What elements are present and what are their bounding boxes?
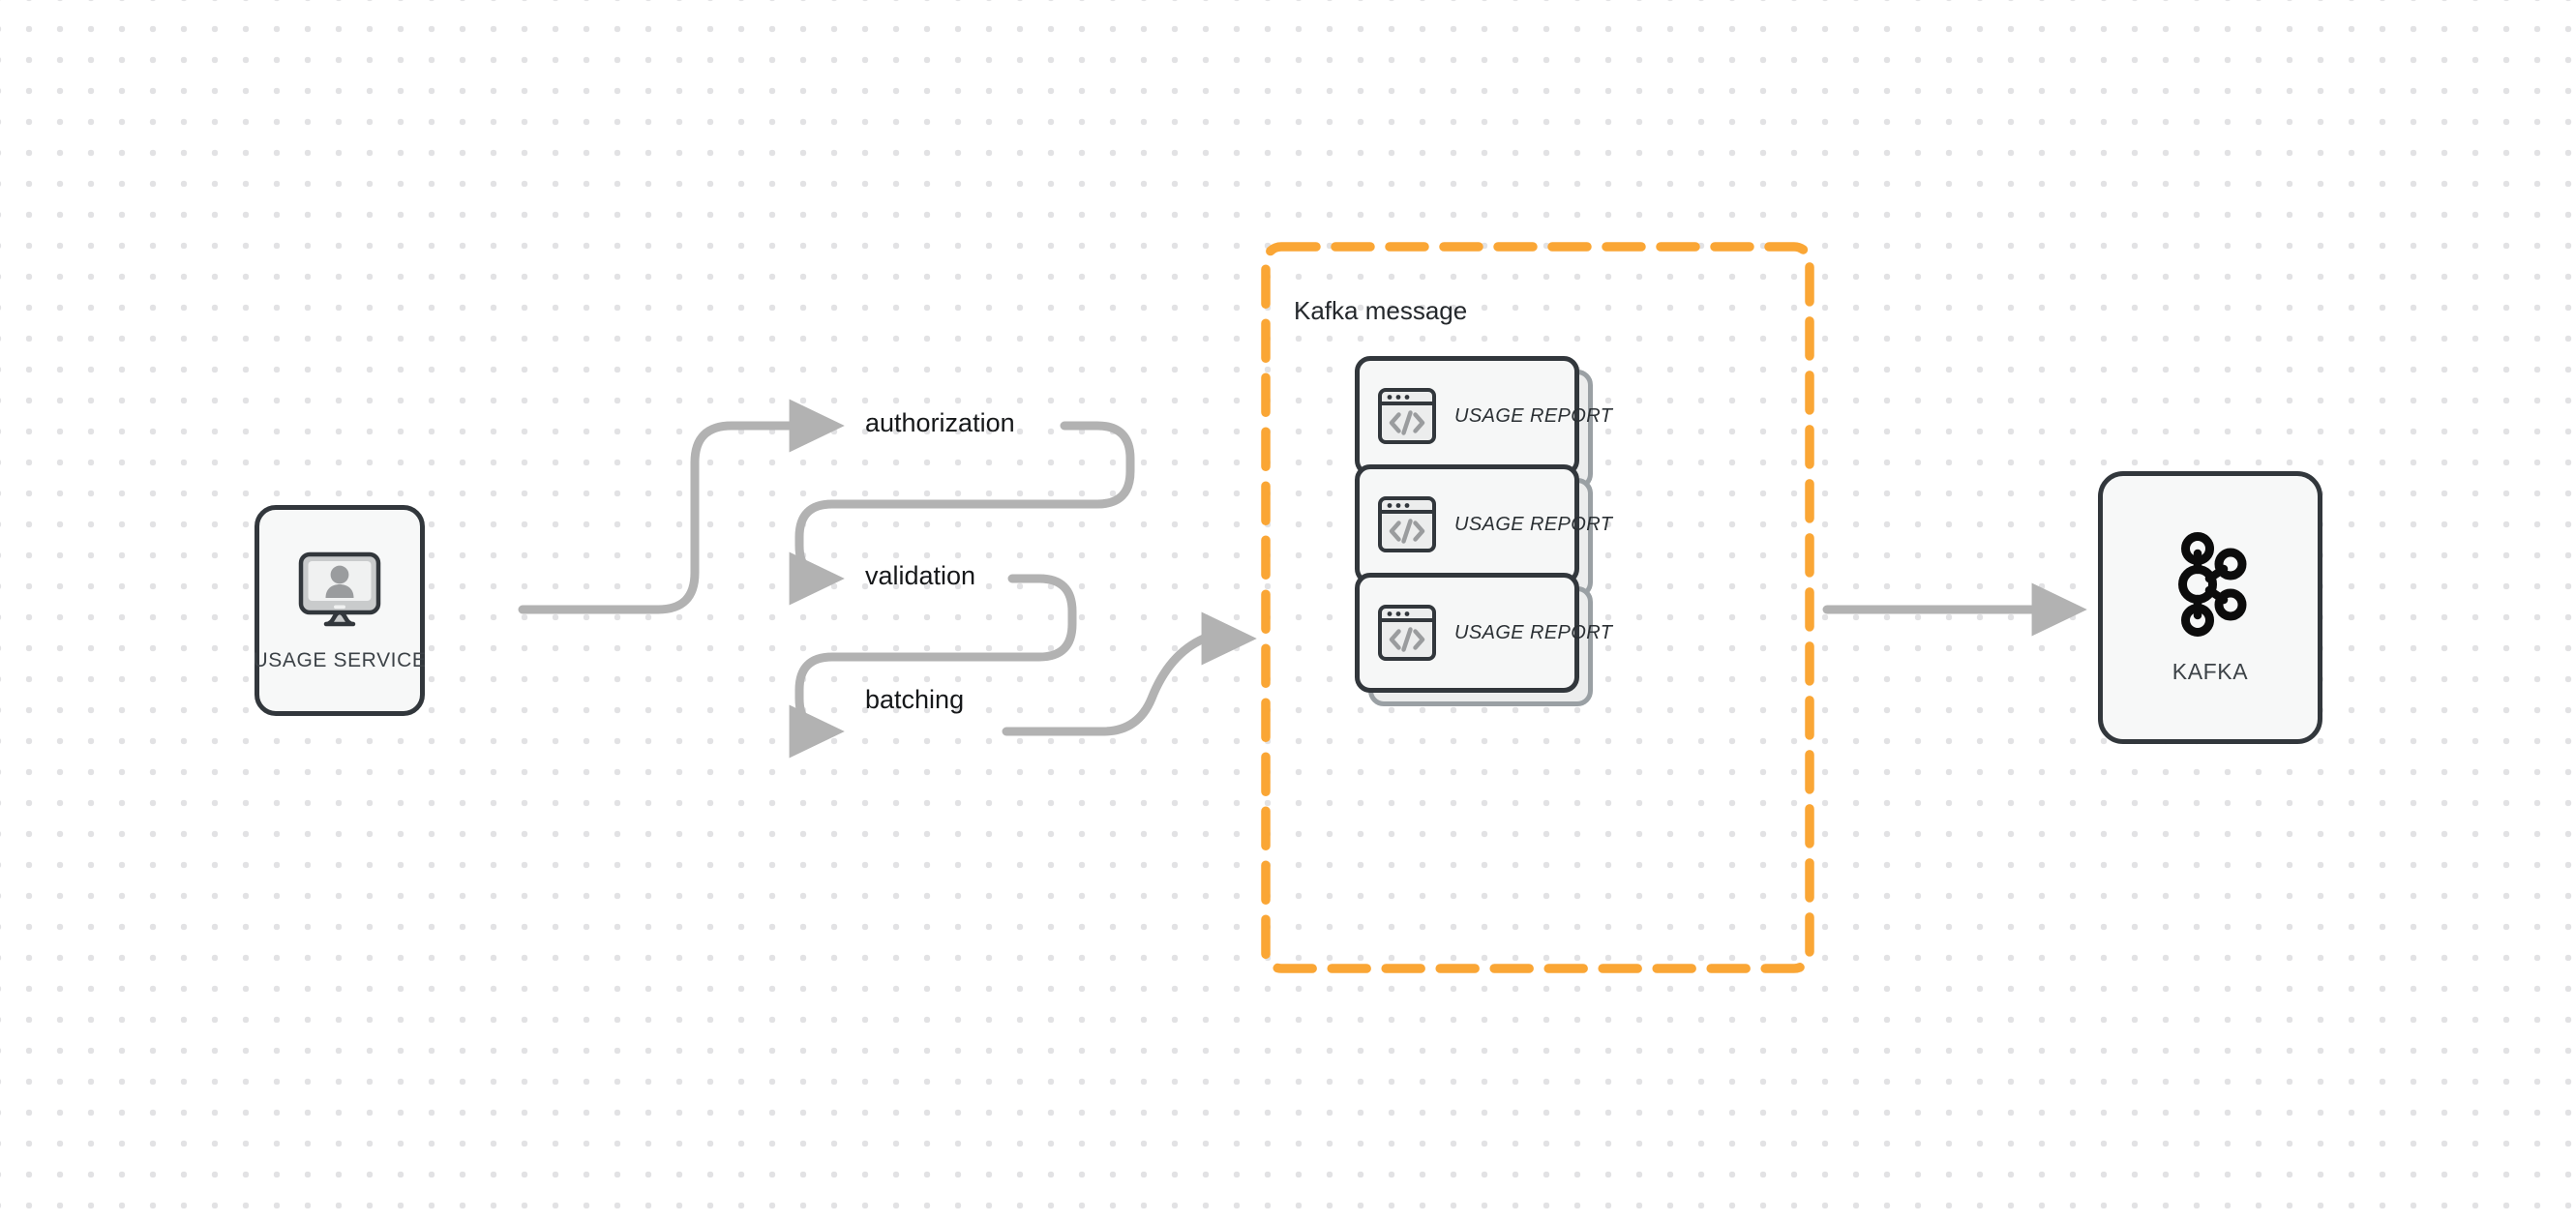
usage-report-card-front[interactable]: USAGE REPORT xyxy=(1355,356,1612,476)
node-usage-service[interactable]: USAGE SERVICE xyxy=(253,505,427,716)
usage-report-card-label: USAGE REPORT xyxy=(1454,513,1613,535)
monitor-user-icon xyxy=(293,549,386,634)
usage-report-card-front[interactable]: USAGE REPORT xyxy=(1355,464,1612,584)
kafka-message-title: Kafka message xyxy=(1294,296,1468,325)
usage-report-card[interactable]: USAGE REPORT xyxy=(1355,573,1612,706)
usage-report-card[interactable]: USAGE REPORT xyxy=(1355,356,1612,490)
usage-report-card-front[interactable]: USAGE REPORT xyxy=(1355,573,1612,693)
edge-batching-to-kafka-message xyxy=(1002,611,1257,736)
usage-report-card-label: USAGE REPORT xyxy=(1454,621,1613,643)
code-window-icon xyxy=(1377,387,1437,445)
usage-report-card-label: USAGE REPORT xyxy=(1454,404,1613,427)
kafka-message-group[interactable]: Kafka message xyxy=(1261,242,1814,973)
node-usage-service-label: USAGE SERVICE xyxy=(253,649,427,671)
node-kafka-label: KAFKA xyxy=(2172,658,2249,684)
usage-report-card[interactable]: USAGE REPORT xyxy=(1355,464,1612,598)
code-window-icon xyxy=(1377,495,1437,553)
kafka-logo-icon xyxy=(2169,531,2252,638)
code-window-icon xyxy=(1377,604,1437,662)
edge-authorization-to-validation xyxy=(789,421,1135,606)
node-kafka[interactable]: KAFKA xyxy=(2098,471,2322,744)
kafka-message-dashed-border xyxy=(1261,242,1814,973)
pipeline-step-validation[interactable]: validation xyxy=(865,561,976,590)
pipeline-step-authorization[interactable]: authorization xyxy=(865,408,1015,437)
edge-usage-service-to-authorization xyxy=(518,399,845,614)
pipeline-step-batching[interactable]: batching xyxy=(865,685,965,714)
